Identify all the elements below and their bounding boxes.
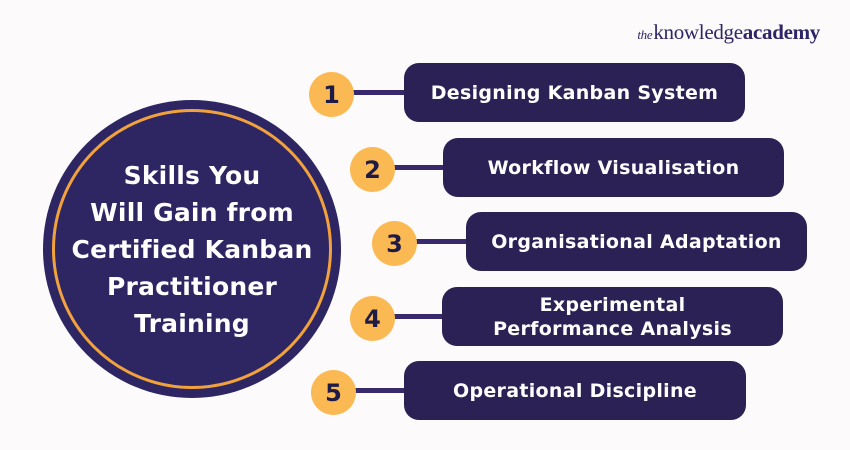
- logo-academy: academy: [742, 20, 821, 44]
- step-number: 2: [364, 155, 381, 184]
- step-number: 1: [323, 80, 340, 109]
- connector-line: [394, 239, 476, 244]
- skill-label: Workflow Visualisation: [487, 156, 740, 179]
- skill-bar-4: Experimental Performance Analysis: [442, 287, 783, 346]
- step-number-badge-4: 4: [350, 296, 395, 341]
- skill-bar-5: Operational Discipline: [404, 361, 746, 420]
- skill-label: Organisational Adaptation: [491, 230, 782, 253]
- title-circle: Skills You Will Gain from Certified Kanb…: [43, 100, 341, 398]
- skill-bar-2: Workflow Visualisation: [443, 138, 784, 197]
- connector-line: [333, 388, 414, 393]
- step-number-badge-2: 2: [350, 147, 395, 192]
- connector-line: [372, 314, 452, 319]
- skill-label: Experimental Performance Analysis: [493, 293, 732, 340]
- infographic-title: Skills You Will Gain from Certified Kanb…: [71, 160, 313, 338]
- connector-line: [372, 165, 453, 170]
- step-number: 5: [325, 378, 342, 407]
- step-number-badge-3: 3: [372, 221, 417, 266]
- logo-knowledge: knowledge: [653, 20, 743, 44]
- step-number-badge-1: 1: [309, 72, 354, 117]
- skill-label: Operational Discipline: [453, 379, 697, 402]
- logo-the: the: [637, 27, 653, 42]
- skill-bar-3: Organisational Adaptation: [466, 212, 807, 271]
- title-circle-ring: [52, 109, 332, 389]
- skill-label: Designing Kanban System: [430, 81, 719, 104]
- skill-bar-1: Designing Kanban System: [404, 63, 745, 122]
- step-number-badge-5: 5: [311, 370, 356, 415]
- connector-line: [331, 90, 414, 95]
- step-number: 3: [386, 229, 403, 258]
- step-number: 4: [364, 304, 381, 333]
- brand-logo: theknowledgeacademy: [637, 20, 820, 45]
